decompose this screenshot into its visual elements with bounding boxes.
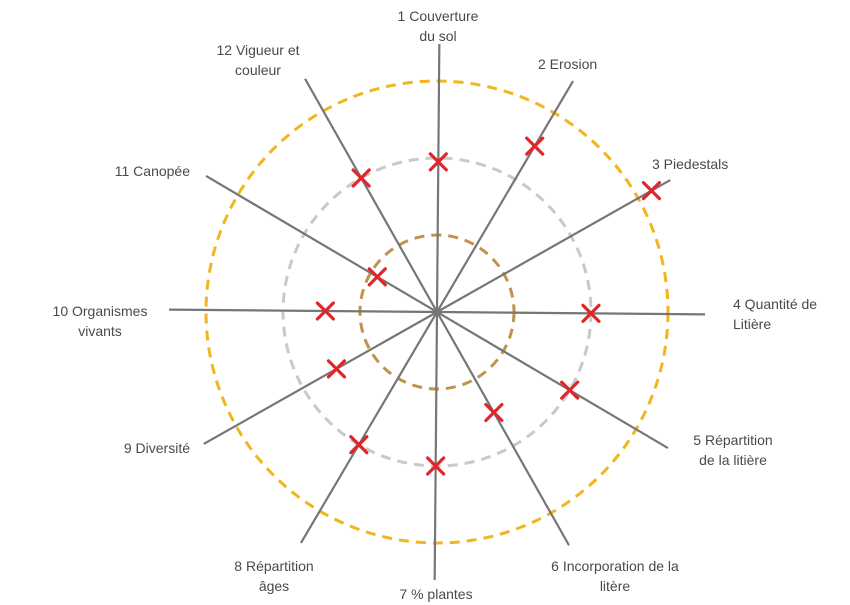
axis-label-7: 7 % plantes — [399, 584, 472, 604]
axis-line-6-12 — [304, 78, 570, 546]
axis-label-10-line-1: 10 Organismes — [52, 303, 148, 319]
data-marker-11 — [367, 267, 387, 287]
axis-label-2: 2 Erosion — [538, 54, 597, 74]
axis-label-1: 1 Couverture du sol — [398, 6, 479, 46]
axis-label-12-line-1: 12 Vigueur et — [216, 42, 300, 58]
axis-label-6-line-2: litère — [599, 578, 631, 594]
axis-label-3: 3 Piedestals — [652, 154, 728, 174]
axis-label-4: 4 Quantité de Litière — [733, 294, 817, 334]
data-marker-5 — [560, 380, 580, 400]
axis-label-4-line-1: 4 Quantité de — [733, 296, 818, 312]
axis-label-11-line-1: 11 Canopée — [114, 163, 190, 179]
axis-label-8: 8 Répartition âges — [234, 556, 313, 596]
axis-label-8-line-2: âges — [258, 578, 290, 594]
axis-label-8-line-1: 8 Répartition — [234, 558, 314, 574]
data-marker-1 — [428, 152, 448, 172]
axis-label-11: 11 Canopée — [115, 161, 190, 181]
data-marker-10 — [315, 301, 335, 321]
axis-label-3-line-1: 3 Piedestals — [652, 156, 729, 172]
axis-label-4-line-2: Litière — [733, 316, 772, 332]
axis-label-5-line-1: 5 Répartition — [693, 432, 773, 448]
data-marker-2 — [525, 136, 545, 156]
reference-ring-3 — [204, 79, 670, 545]
axis-label-9: 9 Diversité — [124, 438, 190, 458]
axis-label-1-line-1: 1 Couverture — [397, 8, 479, 24]
data-marker-6 — [484, 402, 504, 423]
axis-label-9-line-1: 9 Diversité — [123, 440, 190, 456]
data-marker-8 — [349, 435, 369, 455]
axis-label-5-line-2: de la litière — [699, 452, 767, 468]
data-marker-7 — [426, 456, 446, 476]
axis-label-2-line-1: 2 Erosion — [538, 56, 598, 72]
axis-label-12-line-2: couleur — [235, 62, 281, 78]
data-marker-4 — [581, 303, 601, 323]
axis-label-5: 5 Répartition de la litière — [693, 430, 772, 470]
axis-label-12: 12 Vigueur et couleur — [216, 40, 299, 80]
data-marker-9 — [326, 359, 347, 379]
axis-label-7-line-1: 7 % plantes — [399, 586, 473, 602]
axis-label-6: 6 Incorporation de la litère — [551, 556, 679, 596]
axis-label-10-line-2: vivants — [78, 323, 122, 339]
axis-label-10: 10 Organismes vivants — [53, 301, 148, 341]
axis-label-1-line-2: du sol — [419, 28, 457, 44]
axis-label-6-line-1: 6 Incorporation de la — [551, 558, 679, 574]
data-marker-3 — [641, 181, 662, 201]
data-marker-12 — [351, 168, 371, 188]
